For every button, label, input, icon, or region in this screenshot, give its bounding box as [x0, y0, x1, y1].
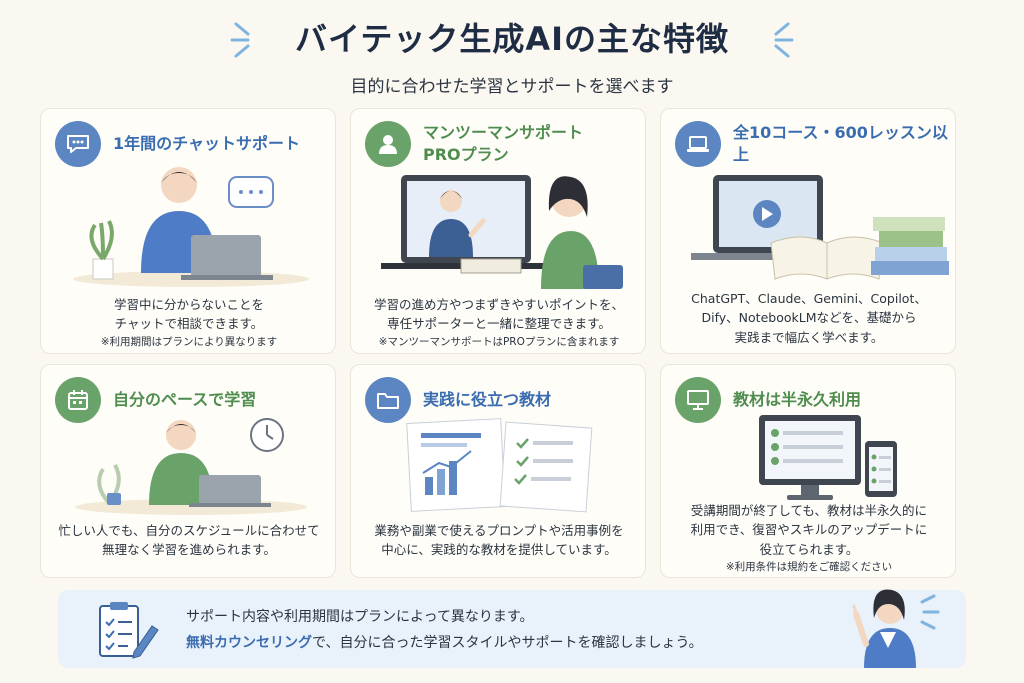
card-desc-line: 学習の進め方やつまずきやすいポイントを、: [373, 297, 624, 312]
right-sparkle-decoration: [774, 22, 794, 58]
card-desc-line: 学習中に分からないことを: [113, 297, 264, 312]
card-desc-line: チャットで相談できます。: [114, 316, 264, 332]
card-practical-materials: 実践に役立つ教材 業務や副業で使えるプロンプトや活用事例を 中心に、実践的な教材…: [350, 364, 646, 578]
card-permanent-access: 教材は半永久利用 受講期間が終了しても、教材は半永久的に 利用でき、復習やスキル…: [660, 364, 956, 578]
page-subtitle: 目的に合わせた学習とサポートを選べます: [350, 77, 674, 97]
card-mentor-support: マンツーマンサポート PROプラン 学習の進め方やつまずきやすいポイントを、 専…: [350, 108, 646, 354]
page-title: バイテック生成AIの主な特徴: [294, 20, 730, 58]
person-icon: [365, 121, 411, 167]
card-title: 全10コース・600レッスン以上: [733, 123, 948, 164]
card-note: ※利用期間はプランにより異なります: [100, 335, 278, 348]
clipboard-checklist-icon: [99, 602, 159, 659]
man-laptop-illustration: [73, 167, 309, 287]
card-desc-line: 中心に、実践的な教材を提供しています。: [381, 542, 617, 558]
left-sparkle-decoration: [230, 22, 250, 58]
card-title: 自分のペースで学習: [113, 390, 257, 410]
card-title: 1年間のチャットサポート: [113, 134, 300, 154]
card-own-pace: 自分のペースで学習 忙しい人でも、自分のスケジュールに合わせて 無理なく学習を進…: [40, 364, 336, 578]
card-desc-line: 無理なく学習を進められます。: [102, 542, 276, 558]
card-desc-line: Dify、NotebookLMなどを、基礎から: [701, 310, 917, 326]
studying-man-illustration: [75, 418, 307, 515]
header: バイテック生成AIの主な特徴 目的に合わせた学習とサポートを選べます: [0, 14, 1024, 97]
card-title: マンツーマンサポート: [423, 123, 584, 143]
calendar-icon: [55, 377, 101, 423]
pointing-woman-illustration: [852, 589, 940, 668]
card-desc-line: 利用でき、復習やスキルのアップデートに: [690, 522, 928, 538]
banner-line-1: サポート内容や利用期間はプランによって異なります。: [186, 609, 534, 625]
laptop-icon: [675, 121, 721, 167]
bottom-banner: サポート内容や利用期間はプランによって異なります。 無料カウンセリングで、自分に…: [58, 589, 966, 668]
video-call-illustration: [381, 175, 623, 289]
free-counseling-link[interactable]: 無料カウンセリング: [186, 635, 312, 651]
card-desc-line: 忙しい人でも、自分のスケジュールに合わせて: [58, 523, 320, 538]
card-desc-line: 業務や副業で使えるプロンプトや活用事例を: [374, 523, 624, 538]
card-courses: 全10コース・600レッスン以上 ChatGPT、Claude、Gemini、C…: [660, 108, 956, 354]
card-desc-line: 受講期間が終了しても、教材は半永久的に: [690, 503, 928, 518]
documents-illustration: [406, 418, 593, 513]
card-desc-line: 専任サポーターと一緒に整理できます。: [387, 316, 611, 332]
card-title: 教材は半永久利用: [733, 390, 862, 410]
card-desc-line: 実践まで幅広く学べます。: [734, 329, 884, 345]
monitor-icon: [675, 377, 721, 423]
laptop-books-illustration: [691, 175, 949, 280]
folder-icon: [365, 377, 411, 423]
card-title: 実践に役立つ教材: [423, 390, 552, 410]
monitor-tablet-illustration: [759, 415, 897, 500]
card-desc-line: 役立てられます。: [759, 541, 859, 557]
banner-line-2-rest: で、自分に合った学習スタイルやサポートを確認しましょう。: [312, 635, 703, 651]
card-note: ※利用条件は規約をご確認ください: [725, 561, 893, 574]
card-title-sub: PROプラン: [423, 145, 509, 164]
chat-bubble-icon: [55, 121, 101, 167]
card-chat-support: 1年間のチャットサポート 学習中に分からないことを チャットで相談できます。 ※…: [40, 108, 336, 354]
banner-line-2: 無料カウンセリングで、自分に合った学習スタイルやサポートを確認しましょう。: [186, 632, 703, 652]
card-desc-line: ChatGPT、Claude、Gemini、Copilot、: [691, 291, 927, 306]
card-note: ※マンツーマンサポートはPROプランに含まれます: [378, 335, 620, 348]
